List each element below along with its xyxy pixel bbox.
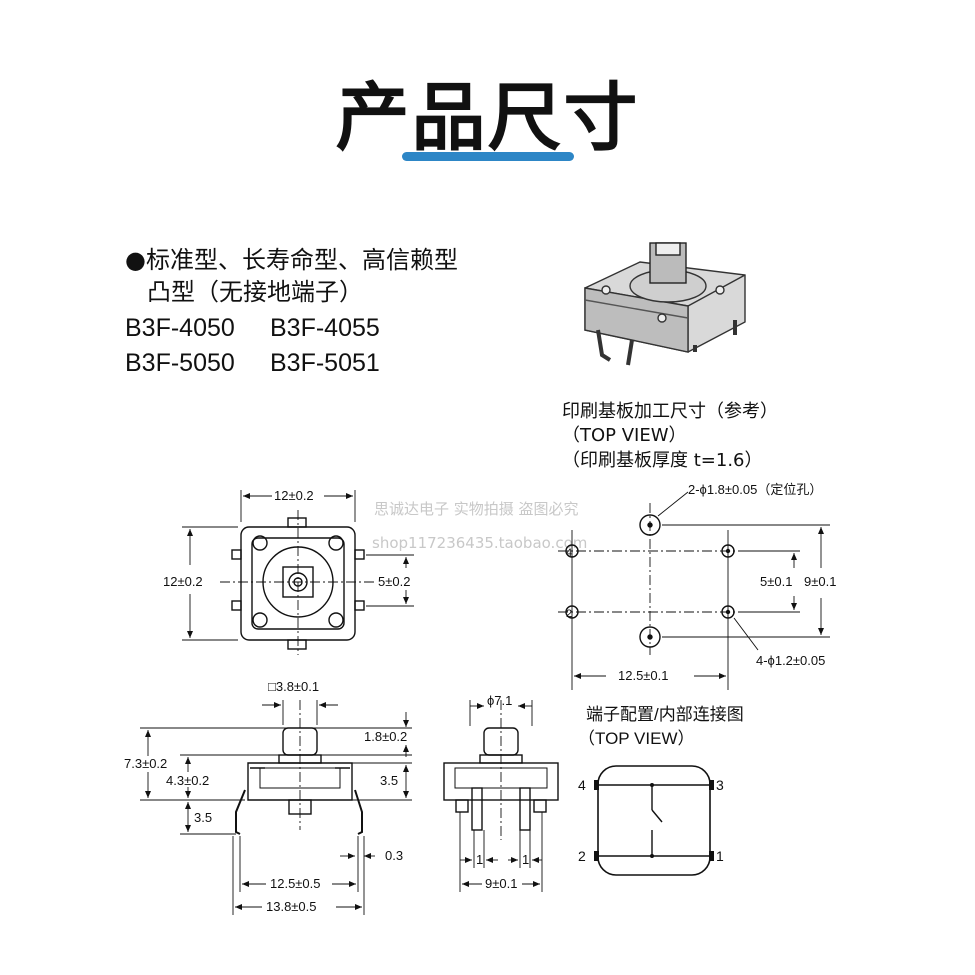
pcb-pin-2: 2	[566, 608, 572, 620]
dim-13-8: 13.8±0.5	[266, 899, 317, 914]
top-view	[182, 490, 414, 655]
dim-0-3: 0.3	[385, 848, 403, 863]
wiring-pin-1: 1	[716, 848, 724, 864]
dim-top-pitch: 5±0.2	[378, 574, 410, 589]
model-b3f-5051: B3F-5051	[270, 349, 380, 377]
model-b3f-5050: B3F-5050	[125, 349, 235, 377]
dim-1-8: 1.8±0.2	[364, 729, 407, 744]
side-view	[140, 700, 412, 915]
pcb-view: （TOP VIEW）	[562, 425, 687, 446]
pcb-dim-12-5: 12.5±0.1	[618, 668, 669, 683]
watermark-line-1: 思诚达电子 实物拍摄 盗图必究	[374, 500, 579, 518]
dim-4-3: 4.3±0.2	[166, 773, 209, 788]
end-view	[443, 700, 559, 892]
wiring-pin-2: 2	[578, 848, 586, 864]
dim-top-width: 12±0.2	[274, 488, 314, 503]
pcb-title: 印刷基板加工尺寸（参考）	[562, 401, 778, 422]
pcb-dim-9: 9±0.1	[804, 574, 836, 589]
switch-photo	[584, 242, 746, 366]
dim-3-5-right: 3.5	[380, 773, 398, 788]
page-title: 产品尺寸	[335, 75, 640, 161]
wiring-title: 端子配置/内部连接图	[586, 705, 744, 724]
wiring-pin-3: 3	[716, 777, 724, 793]
pcb-hole-small: 4-ϕ1.2±0.05	[756, 653, 825, 668]
model-b3f-4050: B3F-4050	[125, 314, 235, 342]
wiring-pin-4: 4	[578, 777, 586, 793]
watermark-line-2: shop117236435.taobao.com	[372, 534, 588, 552]
pcb-pin-4: 4	[566, 547, 572, 559]
series-line-2: 凸型（无接地端子）	[147, 278, 363, 306]
dim-pin-1-a: 1	[476, 852, 483, 867]
dim-top-height: 12±0.2	[163, 574, 203, 589]
pcb-layout	[558, 491, 830, 690]
pcb-hole-locate: 2-ϕ1.8±0.05（定位孔）	[688, 482, 822, 497]
dim-3-5-left: 3.5	[194, 810, 212, 825]
dim-stem-size: □3.8±0.1	[268, 679, 319, 694]
model-b3f-4055: B3F-4055	[270, 314, 380, 342]
pcb-dim-5: 5±0.1	[760, 574, 792, 589]
dim-7-3: 7.3±0.2	[124, 756, 167, 771]
dim-9: 9±0.1	[485, 876, 517, 891]
dim-phi-7-1: ϕ7.1	[487, 693, 512, 708]
series-line-1: ●标准型、长寿命型、高信赖型	[125, 246, 458, 274]
title-underline	[402, 152, 574, 161]
wiring-diagram	[594, 765, 714, 876]
pcb-thickness: （印刷基板厚度 t=1.6）	[562, 450, 763, 471]
dim-pin-1-b: 1	[522, 852, 529, 867]
wiring-view: （TOP VIEW）	[578, 729, 695, 748]
dim-12-5: 12.5±0.5	[270, 876, 321, 891]
